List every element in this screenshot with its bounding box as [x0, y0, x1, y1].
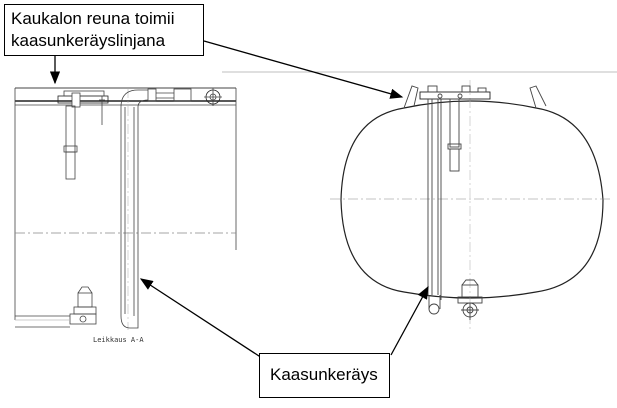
callout-gas-collection: Kaasunkeräys — [259, 353, 390, 398]
side-section-view — [14, 87, 237, 330]
section-label: Leikkaus A-A — [93, 336, 144, 344]
callout-gas-collection-label: Kaasunkeräys — [270, 365, 378, 384]
leader-arrows — [49, 40, 429, 359]
arrow-to-gas-pipe-right — [390, 285, 429, 356]
callout-rim-gas-line: Kaukalon reuna toimii kaasunkeräyslinjan… — [4, 4, 204, 56]
arrow-to-gas-pipe-left — [139, 278, 263, 359]
tank-cross-section-view — [222, 71, 617, 330]
callout-rim-line2: kaasunkeräyslinjana — [11, 31, 166, 50]
arrow-to-rim-right — [203, 40, 404, 99]
callout-rim-line1: Kaukalon reuna toimii — [11, 9, 175, 28]
